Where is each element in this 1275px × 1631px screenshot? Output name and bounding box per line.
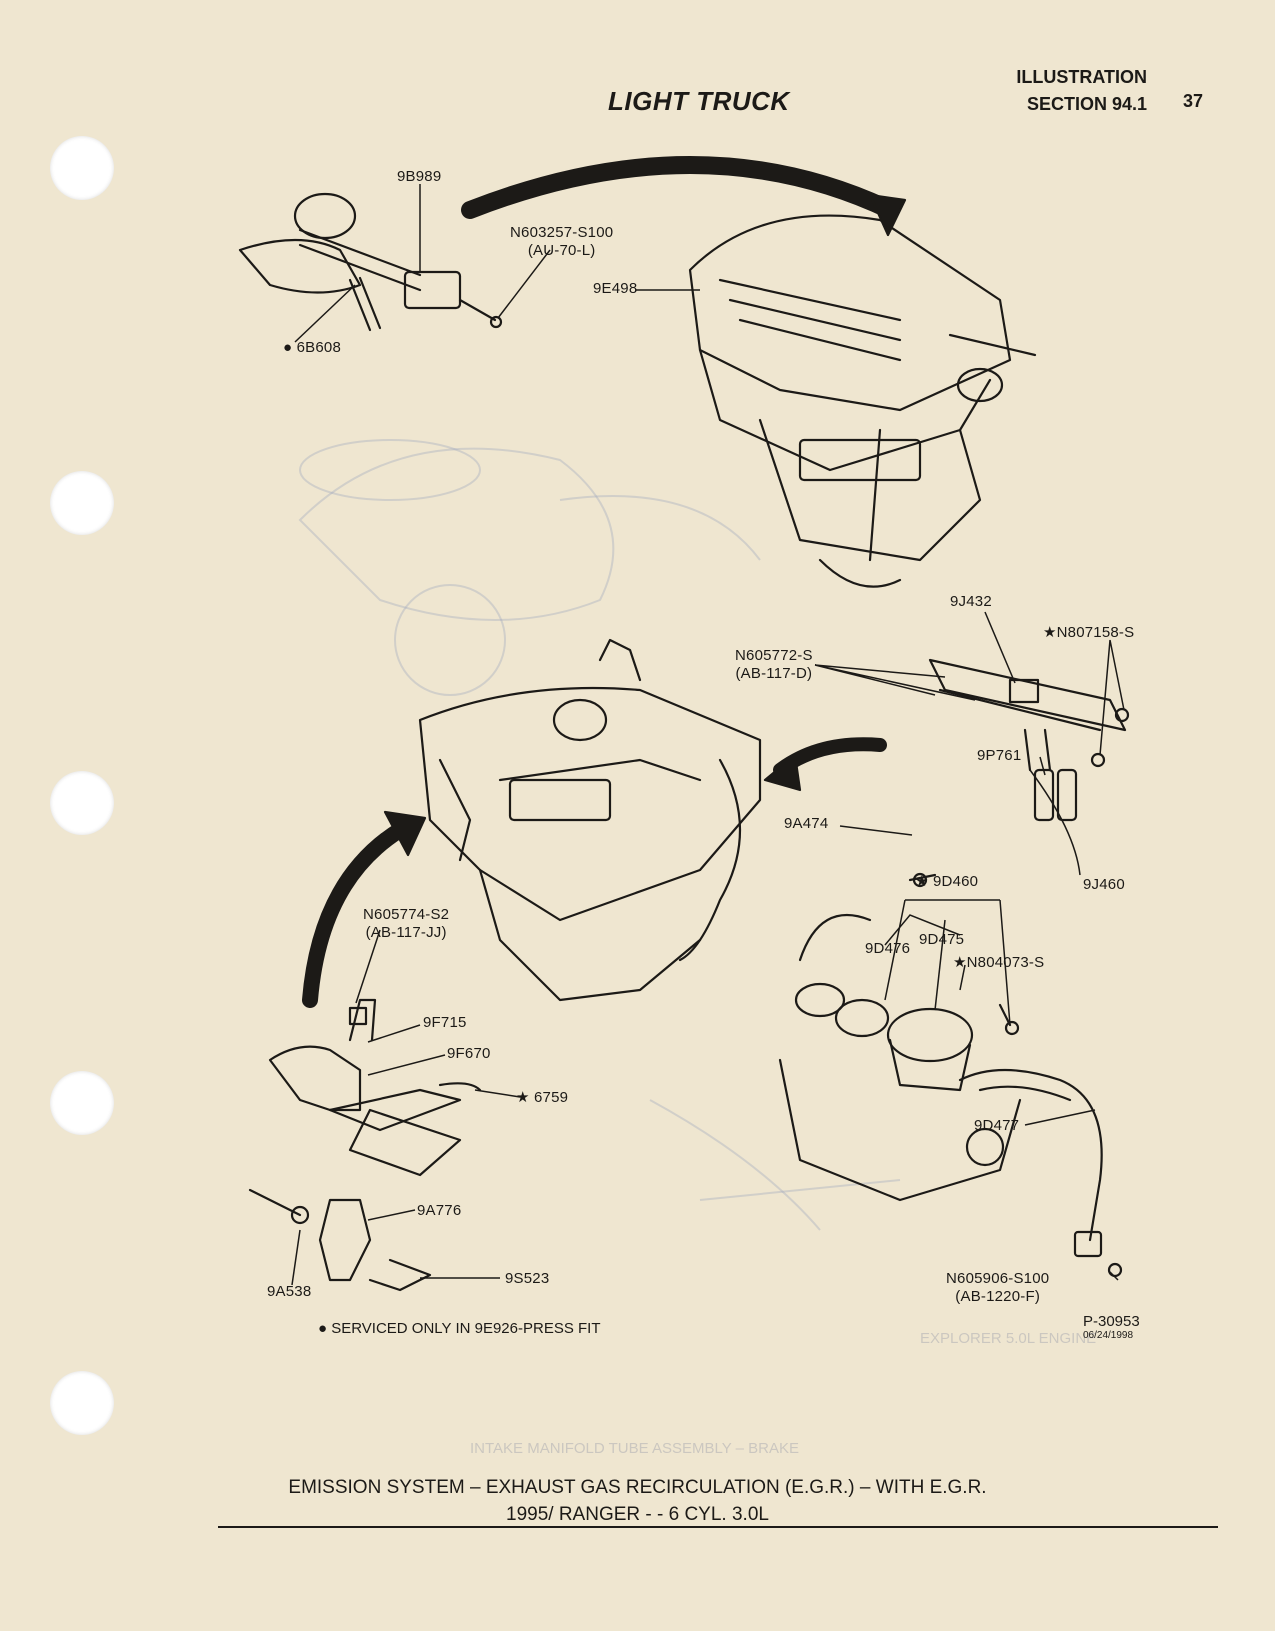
- binder-hole-3: [50, 771, 114, 835]
- callout-N804073: ★N804073-S: [953, 954, 1045, 971]
- callout-6B608-text: 6B608: [296, 339, 342, 356]
- callout-N605772: N605772-S (AB-117-D): [735, 647, 813, 683]
- callout-6759: ★ 6759: [516, 1089, 569, 1106]
- upper-engine: [688, 214, 1037, 588]
- figure-reference: P-30953 06/24/1998: [1083, 1313, 1140, 1341]
- figure-number: P-30953: [1083, 1313, 1140, 1330]
- middle-engine: [418, 638, 762, 1002]
- callout-9D476: 9D476: [865, 940, 911, 957]
- illustration-label: ILLUSTRATION: [1016, 67, 1147, 87]
- figure-date: 06/24/1998: [1083, 1330, 1134, 1341]
- callout-9A776: 9A776: [417, 1202, 462, 1219]
- callout-N605774: N605774-S2 (AB-117-JJ): [363, 906, 449, 942]
- callout-9D475: 9D475: [919, 931, 965, 948]
- callout-N603257-part: N603257-S100: [510, 224, 614, 241]
- figure-caption: EMISSION SYSTEM – EXHAUST GAS RECIRCULAT…: [0, 1474, 1275, 1528]
- callout-N605906-part: N605906-S100: [946, 1270, 1050, 1287]
- callout-9D477: 9D477: [974, 1117, 1020, 1134]
- footnote: ● SERVICED ONLY IN 9E926-PRESS FIT: [318, 1320, 601, 1337]
- right-bracket: [928, 658, 1130, 822]
- section-block: ILLUSTRATION SECTION 94.1: [1016, 64, 1147, 118]
- callout-N605774-part: N605774-S2: [363, 906, 450, 923]
- callout-N603257-spec: (AU-70-L): [527, 242, 596, 259]
- callout-9S523: 9S523: [505, 1270, 550, 1287]
- callout-N605772-spec: (AB-117-D): [735, 665, 813, 682]
- callout-9A538: 9A538: [267, 1283, 312, 1300]
- page-title: LIGHT TRUCK: [608, 86, 790, 116]
- section-label: SECTION 94.1: [1026, 94, 1147, 114]
- bleed-through-text-1: EXPLORER 5.0L ENGINE: [920, 1330, 1097, 1347]
- binder-hole-4: [50, 1071, 114, 1135]
- bottom-rule: [218, 1526, 1218, 1528]
- leader-lines: [291, 184, 1125, 1286]
- callout-N605772-part: N605772-S: [735, 647, 813, 664]
- callout-9J432: 9J432: [950, 593, 992, 610]
- callout-N807158: ★N807158-S: [1043, 624, 1135, 641]
- binder-hole-2: [50, 471, 114, 535]
- callout-9B989: 9B989: [397, 168, 442, 185]
- callout-N605906-spec: (AB-1220-F): [955, 1288, 1041, 1305]
- callout-N605774-spec: (AB-117-JJ): [365, 924, 447, 941]
- lower-right-assembly: [778, 872, 1123, 1278]
- page-number: 37: [1183, 91, 1204, 111]
- bleed-through-text-2: INTAKE MANIFOLD TUBE ASSEMBLY – BRAKE: [470, 1440, 799, 1457]
- top-left-bracket: [238, 192, 503, 332]
- lower-left-assembly: [248, 998, 482, 1292]
- binder-hole-1: [50, 136, 114, 200]
- callout-9E498: 9E498: [593, 280, 638, 297]
- callout-9P761: 9P761: [977, 747, 1022, 764]
- callout-6B608: ● 6B608: [283, 339, 342, 356]
- callout-N605906: N605906-S100 (AB-1220-F): [946, 1270, 1049, 1306]
- bleed-through-drawing: [298, 439, 901, 1231]
- upper-arrow: [461, 156, 907, 237]
- caption-line-1: EMISSION SYSTEM – EXHAUST GAS RECIRCULAT…: [288, 1477, 987, 1498]
- callout-9J460: 9J460: [1083, 876, 1125, 893]
- callout-9D460: ★ 9D460: [915, 873, 979, 890]
- callout-9F715: 9F715: [423, 1014, 467, 1031]
- callout-N603257: N603257-S100 (AU-70-L): [510, 224, 613, 260]
- callout-9F670: 9F670: [447, 1045, 491, 1062]
- binder-hole-5: [50, 1371, 114, 1435]
- callout-9A474: 9A474: [784, 815, 829, 832]
- right-curved-arrow: [763, 737, 887, 792]
- left-curved-arrow: [302, 810, 427, 1008]
- caption-line-2: 1995/ RANGER - - 6 CYL. 3.0L: [506, 1504, 769, 1525]
